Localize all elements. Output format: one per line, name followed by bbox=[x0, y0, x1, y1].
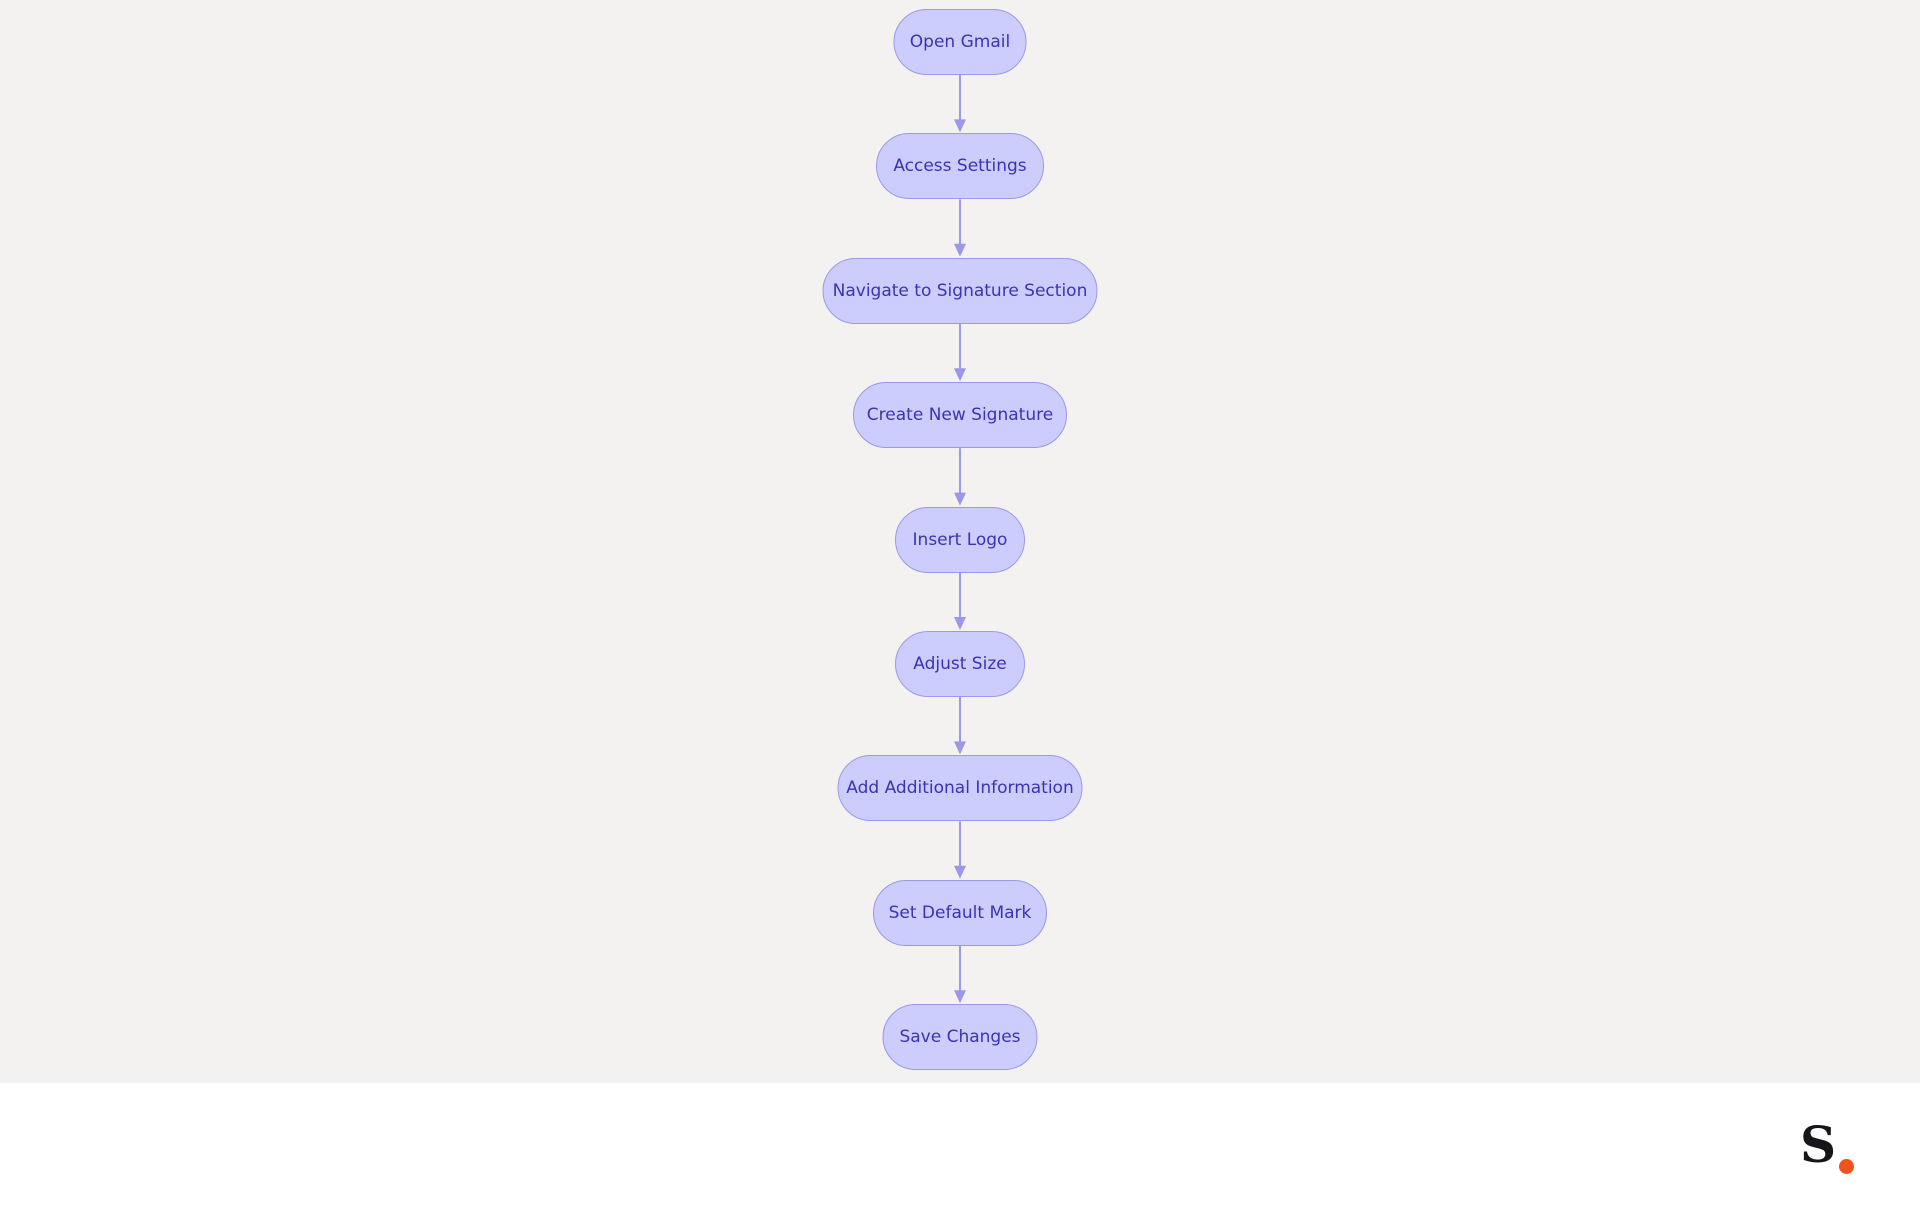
brand-logo: S bbox=[1800, 1117, 1860, 1179]
flow-arrow-adjust-size-to-add-additional-information bbox=[954, 697, 966, 755]
flow-arrow-navigate-signature-section-to-create-new-signature bbox=[954, 323, 966, 382]
flow-arrow-create-new-signature-to-insert-logo bbox=[954, 448, 966, 506]
flow-arrow-insert-logo-to-adjust-size bbox=[954, 572, 966, 630]
flow-node-create-new-signature: Create New Signature bbox=[853, 382, 1067, 449]
flow-node-open-gmail: Open Gmail bbox=[893, 9, 1027, 75]
flow-node-save-changes: Save Changes bbox=[882, 1004, 1038, 1071]
flow-arrow-access-settings-to-navigate-signature-section bbox=[954, 199, 966, 257]
flowchart-edges bbox=[954, 75, 966, 1004]
flow-node-set-default-mark: Set Default Mark bbox=[873, 879, 1047, 946]
flow-arrow-add-additional-information-to-set-default-mark bbox=[954, 821, 966, 879]
flow-node-add-additional-information: Add Additional Information bbox=[837, 755, 1083, 822]
flow-arrow-open-gmail-to-access-settings bbox=[954, 75, 966, 133]
flow-node-adjust-size: Adjust Size bbox=[895, 631, 1025, 697]
flow-node-navigate-signature-section: Navigate to Signature Section bbox=[822, 257, 1098, 324]
flow-node-access-settings: Access Settings bbox=[876, 133, 1044, 200]
flow-arrow-set-default-mark-to-save-changes bbox=[954, 945, 966, 1004]
footer bbox=[0, 1083, 1920, 1215]
logo-dot bbox=[1839, 1159, 1854, 1174]
logo-letter: S bbox=[1800, 1115, 1837, 1174]
flow-node-insert-logo: Insert Logo bbox=[895, 506, 1025, 573]
